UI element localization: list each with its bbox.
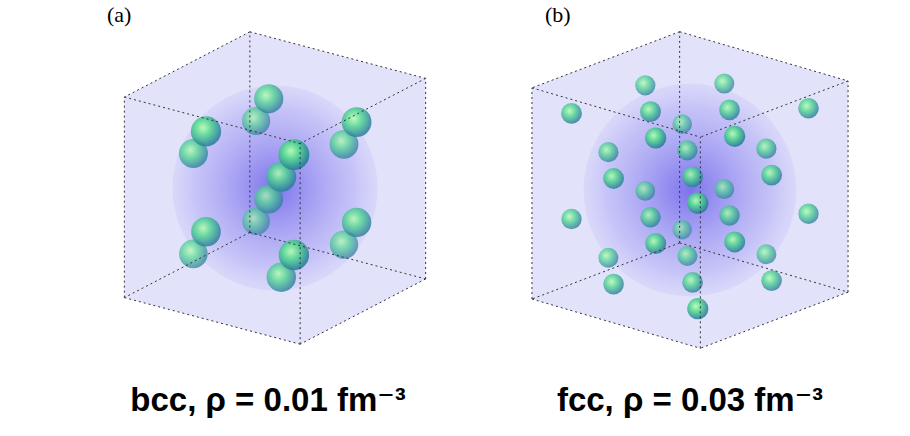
cluster-sphere [761, 270, 782, 291]
panel-caption: fcc, ρ = 0.03 fm⁻³ [557, 380, 823, 419]
cube-edge [848, 81, 849, 292]
cluster-sphere [191, 116, 221, 146]
cluster-sphere [342, 107, 372, 137]
cube-edge [249, 32, 250, 233]
cube-edge [300, 78, 426, 143]
cluster-sphere [719, 100, 740, 121]
cluster-sphere [724, 231, 745, 252]
panel-label: (b) [545, 2, 571, 28]
cube-edge [700, 81, 848, 137]
cluster-sphere [603, 274, 624, 295]
cluster-sphere [191, 217, 221, 247]
cube-edge [425, 78, 426, 279]
cluster-sphere [561, 209, 581, 229]
panel-caption: bcc, ρ = 0.01 fm⁻³ [130, 380, 405, 419]
cluster-sphere [598, 142, 618, 162]
cube-edge [532, 243, 680, 299]
cluster-sphere [798, 204, 818, 224]
cluster-sphere [672, 114, 692, 134]
cube-edge [124, 232, 250, 297]
cluster-sphere [756, 244, 776, 264]
cluster-sphere [598, 248, 618, 268]
cluster-sphere [279, 139, 310, 170]
cube-edge [700, 137, 701, 348]
cluster-sphere [677, 246, 697, 266]
cube-edge [532, 32, 680, 88]
cluster-sphere [603, 168, 624, 189]
cluster-sphere [635, 181, 655, 201]
cube-edge [700, 292, 848, 348]
cube-edge [124, 32, 250, 97]
cube-edge [531, 88, 532, 299]
cluster-sphere [677, 140, 697, 160]
density-fog [172, 85, 377, 290]
bcc-cube [124, 32, 425, 344]
panel-label: (a) [107, 2, 131, 28]
cluster-sphere [635, 75, 655, 95]
cluster-sphere [645, 127, 666, 148]
cube-edge [532, 88, 700, 137]
cluster-sphere [682, 272, 703, 293]
cluster-sphere [798, 98, 819, 119]
cube-edge [679, 32, 680, 243]
cluster-sphere [687, 298, 708, 319]
cube-edge [250, 32, 426, 79]
cube-edge [124, 298, 300, 345]
cube-edge [680, 243, 848, 292]
cluster-sphere [640, 207, 660, 227]
cluster-sphere [342, 208, 371, 237]
cube-edge [300, 144, 301, 345]
cluster-sphere [719, 205, 739, 225]
cluster-sphere [254, 84, 283, 113]
fcc-cube [532, 32, 848, 349]
cluster-sphere [687, 192, 708, 213]
cluster-sphere [756, 139, 776, 159]
cube-edge [124, 97, 125, 298]
cluster-sphere [640, 101, 661, 122]
cube-edge [532, 299, 700, 348]
cube-edge [300, 279, 426, 344]
cluster-sphere [714, 74, 734, 94]
cluster-sphere [645, 233, 666, 254]
cube-edge [250, 232, 426, 279]
cube-edge [680, 32, 848, 81]
cluster-sphere [673, 220, 692, 239]
density-fog [584, 84, 797, 297]
cube-edge [124, 97, 300, 144]
cluster-sphere [714, 179, 734, 199]
cluster-sphere [761, 165, 782, 186]
cluster-sphere [724, 126, 745, 147]
cluster-sphere [561, 103, 582, 124]
